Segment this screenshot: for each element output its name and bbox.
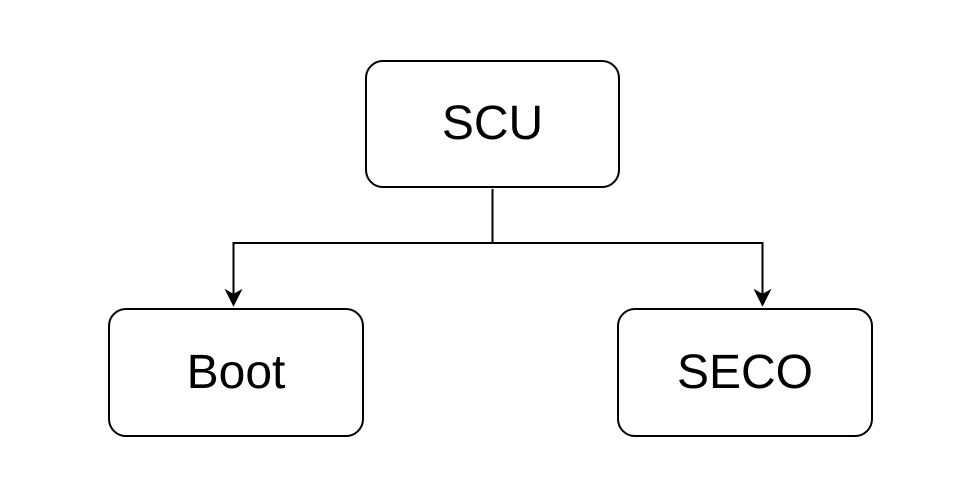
edge-scu-boot xyxy=(224,189,494,307)
node-boot-label: Boot xyxy=(186,345,286,399)
node-seco-label: SECO xyxy=(676,345,814,399)
node-seco[interactable]: SECO xyxy=(617,308,873,437)
node-scu[interactable]: SCU xyxy=(365,60,620,188)
node-boot[interactable]: Boot xyxy=(108,308,364,437)
edge-scu-seco xyxy=(491,189,772,307)
node-scu-label: SCU xyxy=(441,97,544,150)
